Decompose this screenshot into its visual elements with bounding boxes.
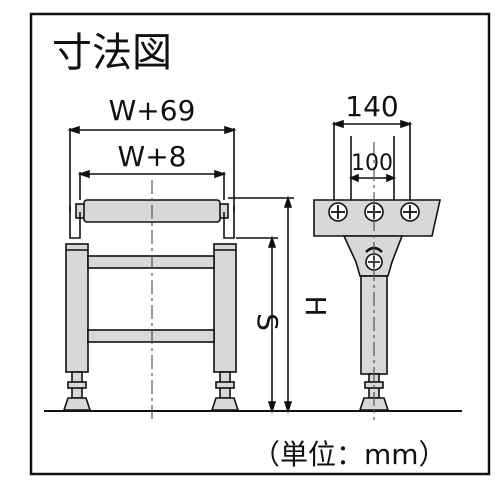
label-h: H — [299, 295, 332, 316]
left-leg — [65, 243, 89, 373]
label-140: 140 — [345, 90, 398, 123]
drawing-border — [29, 12, 491, 476]
label-s: S — [251, 313, 284, 331]
label-w8: W+8 — [118, 140, 187, 173]
front-view — [44, 125, 462, 414]
label-100: 100 — [351, 151, 393, 176]
drawing-title: 寸法図 — [52, 30, 172, 76]
label-w69: W+69 — [109, 94, 196, 127]
right-leg — [213, 243, 237, 373]
lower-crossbar — [87, 329, 215, 343]
unit-note: （単位：mm） — [252, 438, 447, 471]
upper-crossbar — [87, 255, 215, 269]
